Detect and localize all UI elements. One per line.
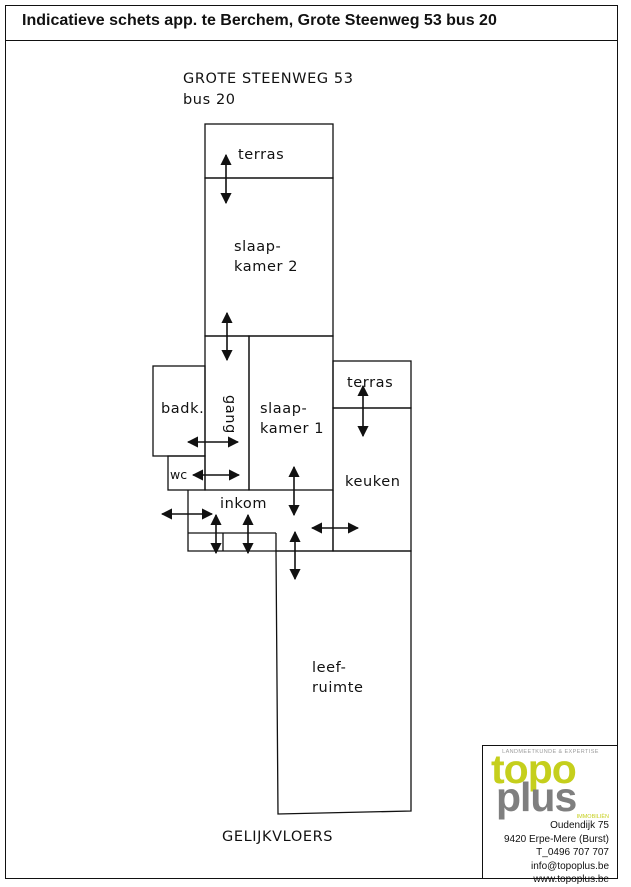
page-frame (5, 5, 618, 879)
page-title: Indicatieve schets app. te Berchem, Grot… (22, 12, 497, 29)
contact-city: 9420 Erpe-Mere (Burst) (503, 833, 609, 845)
label-leefruimte-line2: ruimte (312, 680, 364, 696)
label-gang: gang (222, 395, 238, 434)
logo-tagline: LANDMEETKUNDE & EXPERTISE (502, 749, 599, 755)
label-keuken: keuken (345, 474, 401, 490)
logo-word-bottom: plus (496, 774, 577, 820)
label-terras-right: terras (347, 375, 393, 391)
contact-street: Oudendijk 75 (550, 820, 609, 831)
contact-info: Oudendijk 75 9420 Erpe-Mere (Burst) T_04… (504, 819, 609, 887)
label-wc: wc (170, 467, 187, 482)
label-slaapkamer2-line2: kamer 2 (234, 259, 298, 275)
floor-label: GELIJKVLOERS (222, 829, 333, 845)
room-slaapkamer-2 (204, 177, 334, 337)
label-badk: badk. (161, 401, 204, 417)
contact-web[interactable]: www.topoplus.be (533, 874, 609, 886)
label-terras-top: terras (238, 147, 284, 163)
label-leefruimte-line1: leef- (312, 660, 346, 676)
logo-word-top: topo (491, 746, 577, 792)
label-slaapkamer2-line1: slaap- (234, 239, 281, 255)
address-line-1: GROTE STEENWEG 53 (183, 71, 354, 87)
walls (152, 123, 412, 815)
label-slaapkamer1-line1: slaap- (260, 401, 307, 417)
room-leefruimte (275, 550, 412, 815)
company-logo-block: LANDMEETKUNDE & EXPERTISE topo plus IMMO… (482, 745, 618, 885)
title-divider (6, 40, 618, 41)
contact-email[interactable]: info@topoplus.be (531, 860, 609, 872)
logo-sub: IMMOBILIËN (576, 814, 609, 820)
contact-phone: T_0496 707 707 (536, 847, 609, 859)
address-line-2: bus 20 (183, 92, 236, 108)
arrows (160, 153, 369, 581)
label-slaapkamer1-line2: kamer 1 (260, 421, 324, 437)
room-inkom (187, 490, 334, 552)
label-inkom: inkom (220, 496, 267, 512)
